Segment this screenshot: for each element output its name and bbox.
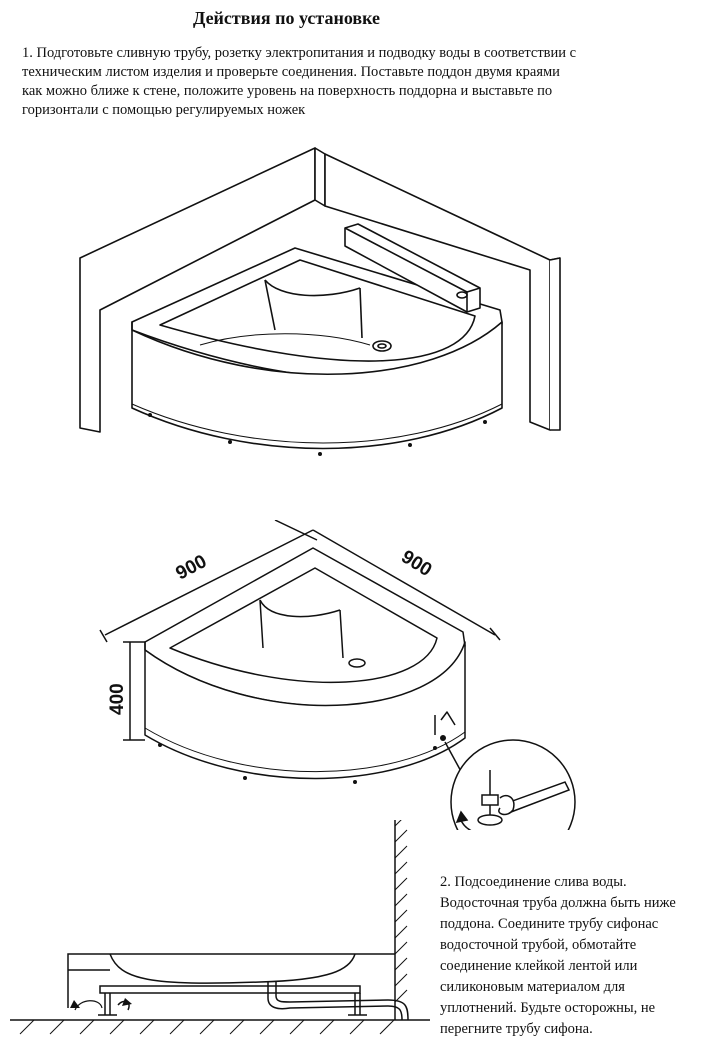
tray-with-level-illustration xyxy=(79,147,561,456)
siphon-pipe xyxy=(267,982,403,1021)
dimension-label-height: 400 xyxy=(107,683,128,715)
page-title: Действия по установке xyxy=(192,8,381,28)
step-2-line: перегните трубу сифона. xyxy=(440,1021,593,1037)
step-2-line: уплотнений. Будьте осторожны, не xyxy=(440,1000,656,1016)
step-1-line: как можно ближе к стене, положите уровен… xyxy=(22,83,553,99)
detail-callout xyxy=(450,739,576,830)
tray-apron xyxy=(131,321,503,450)
step-1-line: 1. Подготовьте сливную трубу, розетку эл… xyxy=(22,45,577,61)
step-2-line: водосточной трубой, обмотайте xyxy=(440,937,637,953)
support-frame xyxy=(99,985,361,994)
tray-basin xyxy=(159,259,476,362)
step-1-instructions: 1. Подготовьте сливную трубу, розетку эл… xyxy=(22,44,682,120)
step-2-line: поддона. Соедините трубу сифонас xyxy=(440,916,659,932)
step-1-line: горизонтали с помощью регулируемых ножек xyxy=(22,102,306,118)
tray-dimensions-illustration: 900 900 400 xyxy=(99,520,576,830)
dimension-label-width-left: 900 xyxy=(172,551,210,584)
dimension-label-width-right: 900 xyxy=(397,546,435,581)
drain-connection-illustration xyxy=(10,820,430,1035)
step-2-instructions: 2. Подсоединение слива воды. Водосточная… xyxy=(440,872,710,1040)
step-2-line: силиконовым материалом для xyxy=(440,979,625,995)
tray-section xyxy=(67,953,395,1008)
step-2-line: Водосточная труба должна быть ниже xyxy=(440,895,676,911)
tray-apron xyxy=(144,641,466,780)
drain xyxy=(348,658,366,668)
step-1-line: техническим листом изделия и проверьте с… xyxy=(22,64,560,80)
step-2-line: 2. Подсоединение слива воды. xyxy=(440,874,627,890)
step-2-line: соединение клейкой лентой или xyxy=(440,958,638,974)
wrench-icon xyxy=(455,770,571,830)
